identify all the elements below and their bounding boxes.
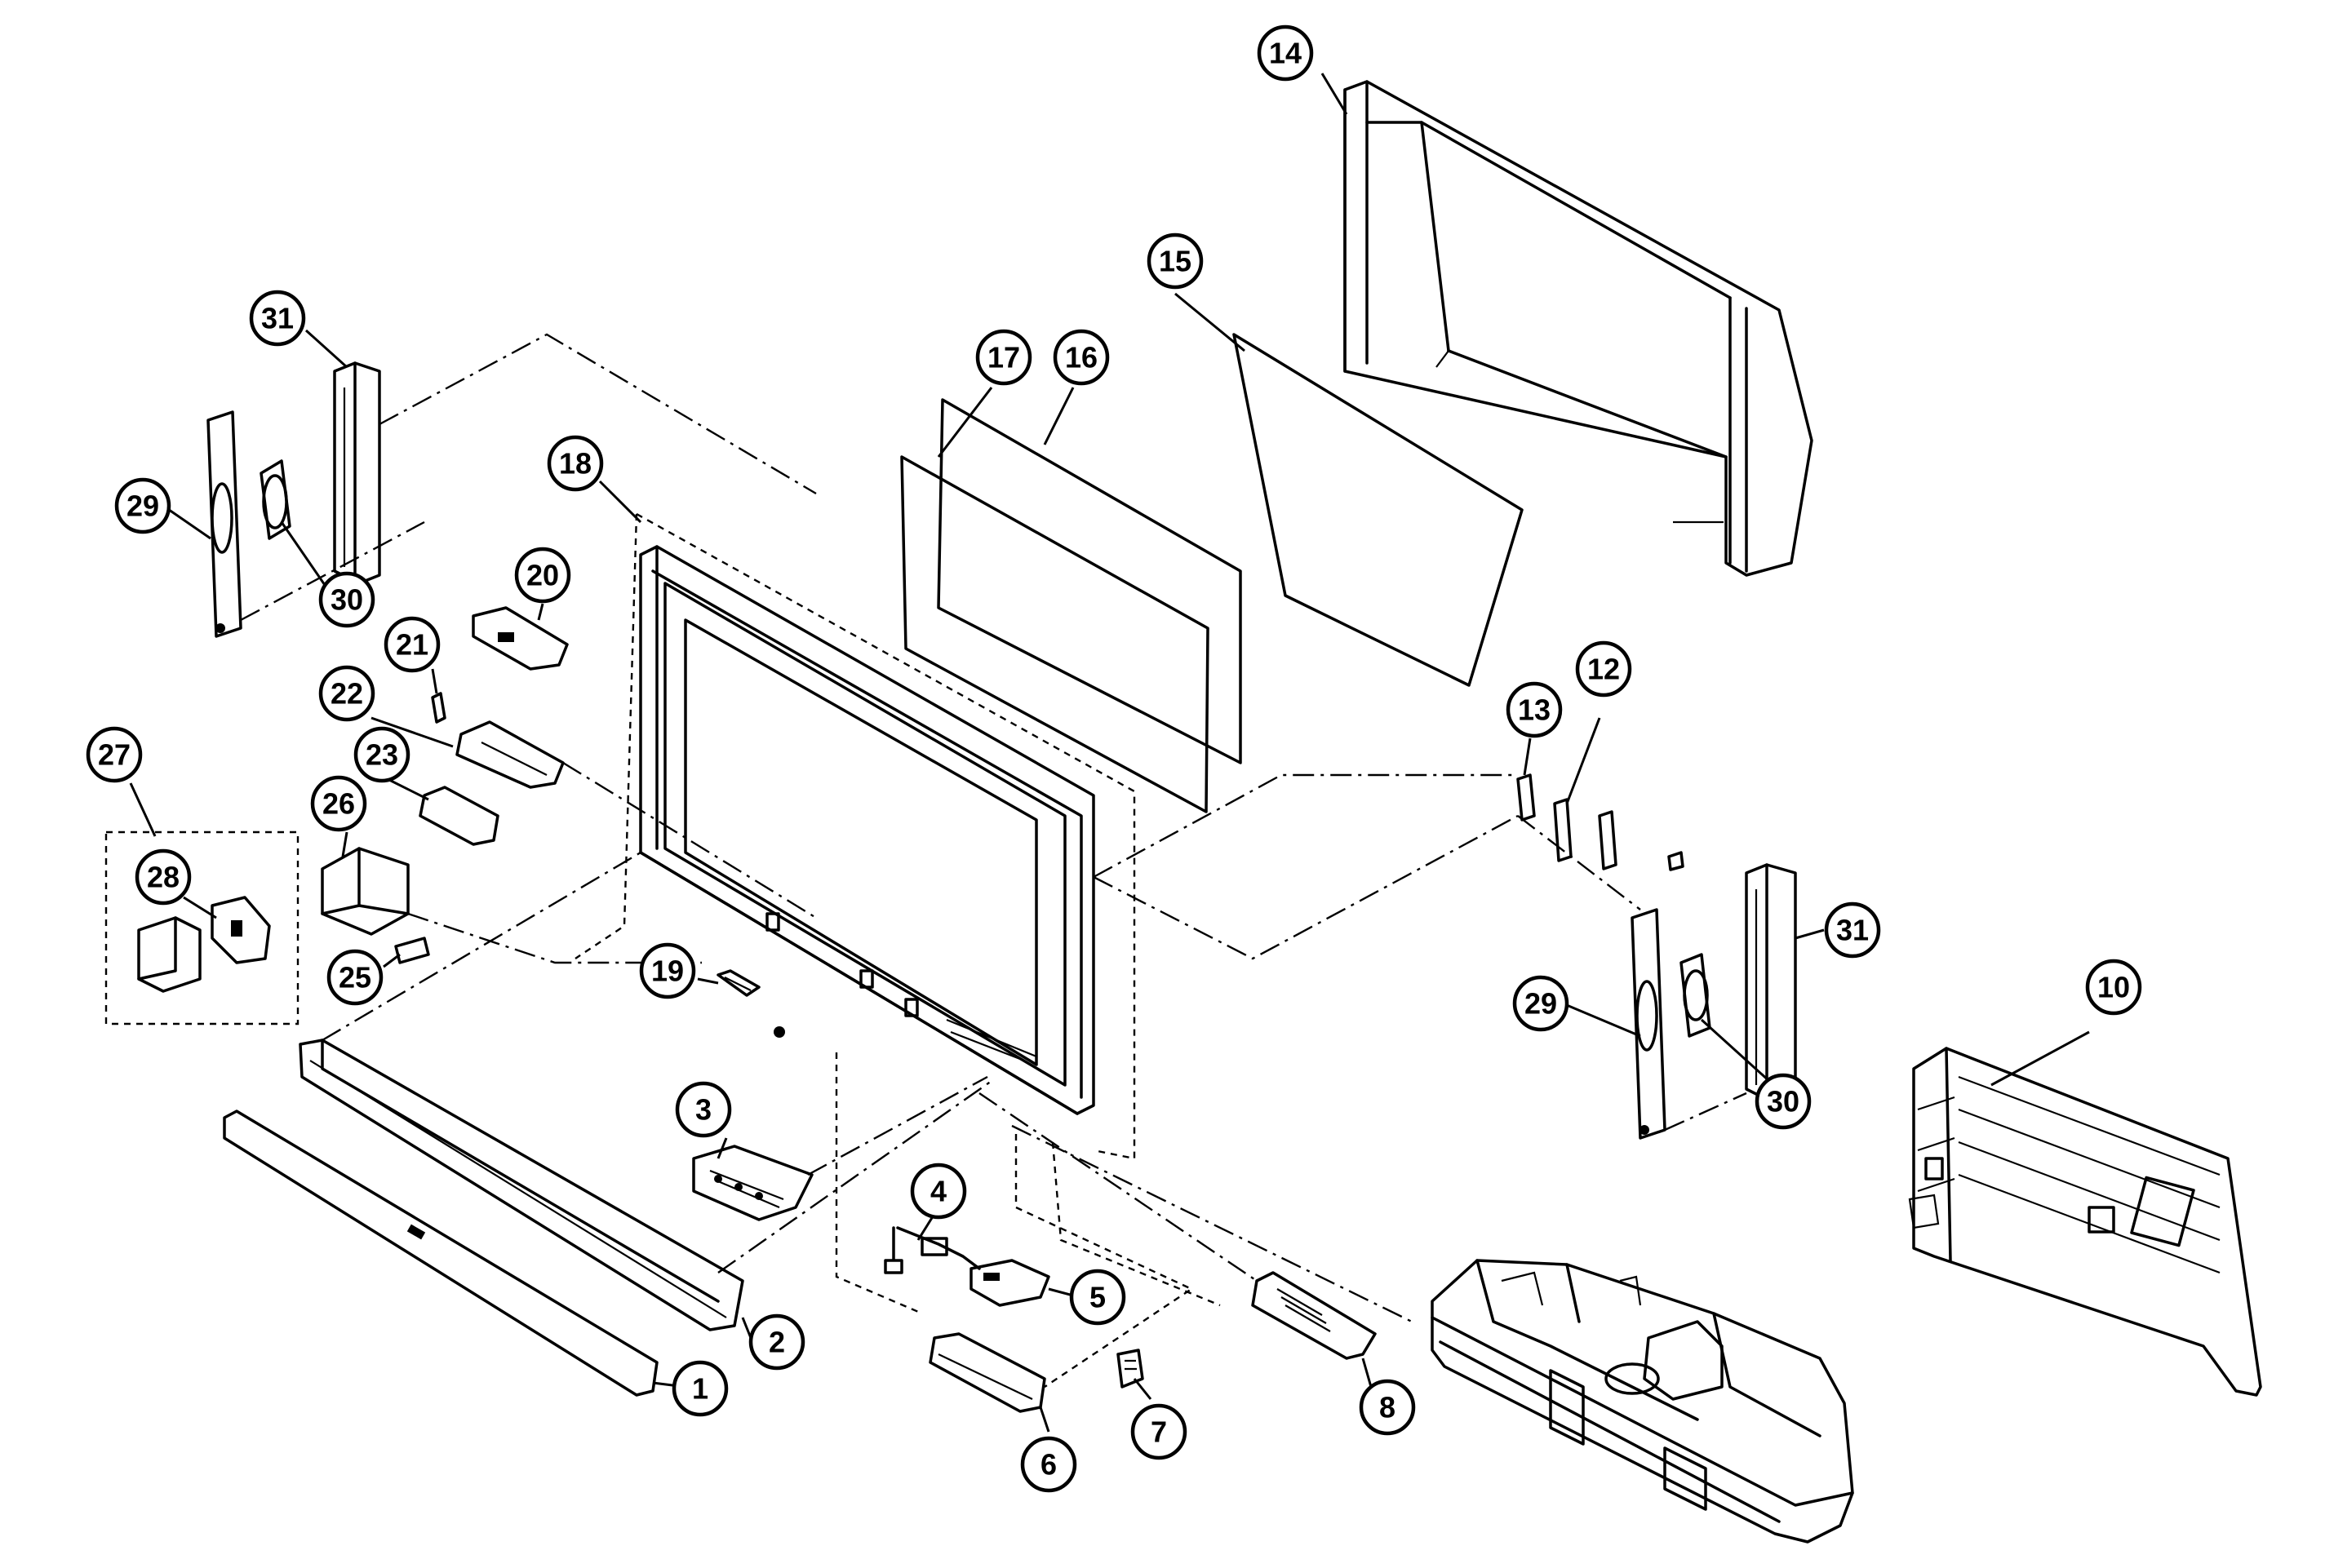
svg-text:29: 29 — [126, 489, 159, 523]
callout: 16 — [1053, 329, 1110, 386]
svg-text:29: 29 — [1524, 987, 1557, 1021]
part-14-rear-cabinet — [1343, 80, 1813, 577]
svg-text:12: 12 — [1587, 653, 1620, 686]
callout: 19 — [639, 942, 696, 999]
part-27-assembly — [104, 831, 299, 1025]
part-28-switch — [211, 896, 271, 964]
callout: 30 — [318, 571, 375, 628]
svg-text:16: 16 — [1065, 341, 1098, 374]
part-7-clip — [1116, 1349, 1144, 1389]
svg-text:13: 13 — [1518, 693, 1551, 727]
part-18-front-frame — [639, 545, 1095, 1115]
svg-text:3: 3 — [695, 1093, 712, 1127]
svg-text:30: 30 — [331, 583, 363, 617]
svg-text:7: 7 — [1151, 1415, 1167, 1449]
callout: 5 — [1069, 1269, 1126, 1326]
callout: 22 — [318, 665, 375, 722]
callouts: 1 2 3 4 5 6 7 8 10 12 13 14 15 16 17 18 … — [86, 24, 2142, 1493]
part-31-speaker-box-left — [333, 361, 381, 585]
callout: 28 — [135, 848, 192, 906]
part-4-wire-harness — [884, 1226, 981, 1274]
part-23-bracket — [419, 786, 499, 846]
part-3-button-bracket — [692, 1145, 814, 1221]
svg-text:22: 22 — [331, 677, 363, 711]
callout: 23 — [353, 726, 410, 783]
callout: 8 — [1359, 1379, 1416, 1436]
callout: 18 — [547, 435, 604, 492]
svg-text:21: 21 — [396, 628, 428, 662]
svg-text:5: 5 — [1089, 1281, 1106, 1314]
callout: 29 — [1512, 975, 1569, 1032]
callout: 1 — [672, 1360, 729, 1417]
svg-text:14: 14 — [1269, 37, 1302, 70]
callout: 30 — [1755, 1073, 1812, 1130]
callout: 17 — [975, 329, 1032, 386]
callout: 2 — [748, 1313, 805, 1371]
part-30-speaker-left — [260, 459, 291, 540]
part-29-speaker-panel-right — [1631, 908, 1666, 1140]
callout: 25 — [326, 949, 384, 1006]
svg-text:25: 25 — [339, 961, 371, 994]
svg-text:19: 19 — [651, 955, 684, 988]
callout: 12 — [1575, 640, 1632, 698]
callout-leaders — [129, 73, 2090, 1433]
svg-text:30: 30 — [1767, 1085, 1799, 1118]
part-12-clip — [1553, 798, 1684, 871]
svg-text:23: 23 — [366, 738, 398, 772]
part-5-pcb — [969, 1259, 1050, 1307]
part-8-board — [1251, 1271, 1377, 1360]
svg-text:26: 26 — [322, 787, 355, 821]
callout: 29 — [114, 477, 171, 534]
svg-text:17: 17 — [987, 341, 1020, 374]
callout: 6 — [1020, 1436, 1077, 1493]
part-21-screw — [431, 692, 446, 724]
svg-text:20: 20 — [526, 559, 559, 592]
part-6-bracket — [929, 1332, 1046, 1413]
svg-text:8: 8 — [1379, 1391, 1395, 1424]
svg-text:27: 27 — [98, 738, 131, 772]
svg-text:18: 18 — [559, 447, 592, 481]
callout: 21 — [384, 616, 441, 673]
part-22-bracket — [455, 720, 565, 789]
assembly-lines — [240, 333, 1747, 1388]
svg-text:15: 15 — [1159, 245, 1191, 278]
callout: 31 — [1824, 901, 1881, 959]
part-29-speaker-panel-left — [206, 410, 242, 638]
svg-text:2: 2 — [769, 1326, 785, 1359]
svg-text:10: 10 — [2097, 971, 2130, 1004]
part-26-transformer — [321, 847, 410, 936]
callout: 20 — [514, 547, 571, 604]
svg-text:1: 1 — [692, 1372, 708, 1406]
callout: 13 — [1506, 681, 1563, 738]
part-17-screen-panel — [900, 455, 1209, 813]
part-25-clip — [394, 937, 430, 964]
callout: 26 — [310, 775, 367, 832]
base-cabinet — [1431, 1259, 1854, 1544]
part-1-strip — [223, 1110, 659, 1397]
callout: 27 — [86, 726, 143, 783]
part-15-mirror — [1232, 333, 1524, 687]
callout: 4 — [910, 1163, 967, 1220]
svg-text:6: 6 — [1040, 1448, 1057, 1482]
callout: 14 — [1257, 24, 1314, 82]
callout: 7 — [1130, 1403, 1187, 1460]
part-16-screen-panel — [937, 398, 1242, 764]
svg-text:31: 31 — [1836, 914, 1869, 947]
callout: 31 — [249, 290, 306, 347]
svg-text:31: 31 — [261, 302, 294, 335]
callout: 15 — [1147, 233, 1204, 290]
part-20-board — [472, 606, 569, 671]
part-2-front-bar — [299, 1039, 744, 1331]
svg-text:4: 4 — [930, 1175, 947, 1208]
part-19-connector — [717, 969, 761, 997]
callout: 10 — [2085, 959, 2142, 1016]
svg-text:28: 28 — [147, 861, 180, 894]
part-10-rear-panel — [1908, 1047, 2262, 1397]
callout: 3 — [675, 1081, 732, 1138]
part-13-clip — [1516, 773, 1536, 822]
